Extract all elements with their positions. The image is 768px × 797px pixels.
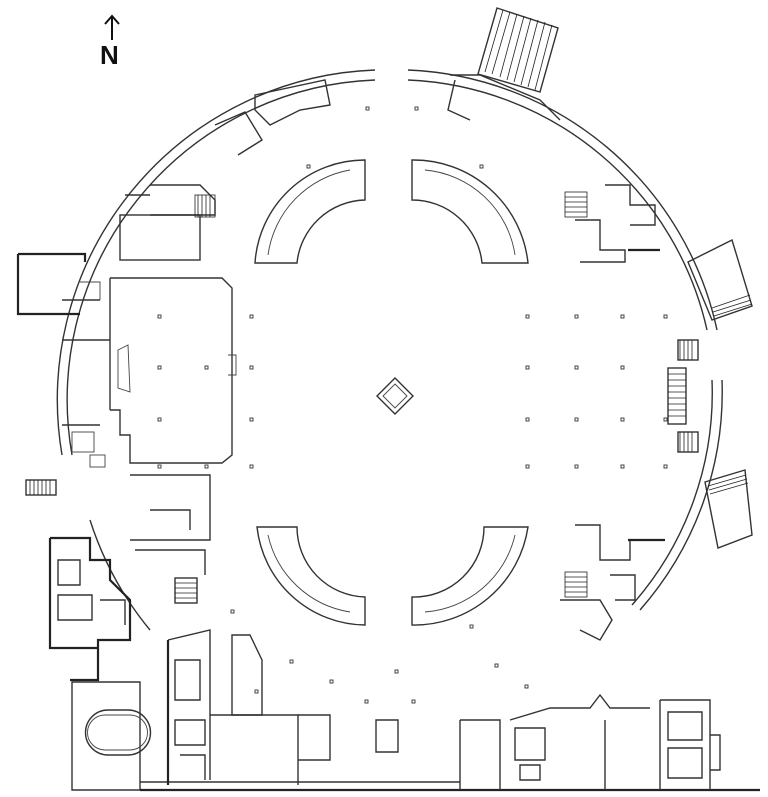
column-grid: [157, 106, 668, 704]
northeast-rooms: [447, 74, 660, 263]
west-hall: [109, 277, 237, 464]
inner-courts: [254, 159, 529, 626]
southeast-rooms: [560, 524, 665, 641]
east-stairs: [667, 239, 753, 549]
outer-ring: [56, 69, 723, 631]
north-arrow-icon: [104, 14, 120, 40]
north-label: N: [100, 40, 119, 70]
southwest-cluster: [48, 536, 152, 791]
north-stair-tower: [477, 7, 559, 93]
west-wing: [16, 252, 110, 468]
center-feature: [376, 377, 414, 415]
northwest-rooms: [119, 79, 331, 261]
north-arrow: N: [100, 14, 120, 70]
southwest-stair: [130, 474, 211, 604]
west-stairs: [25, 479, 57, 496]
south-strip: [140, 629, 760, 792]
